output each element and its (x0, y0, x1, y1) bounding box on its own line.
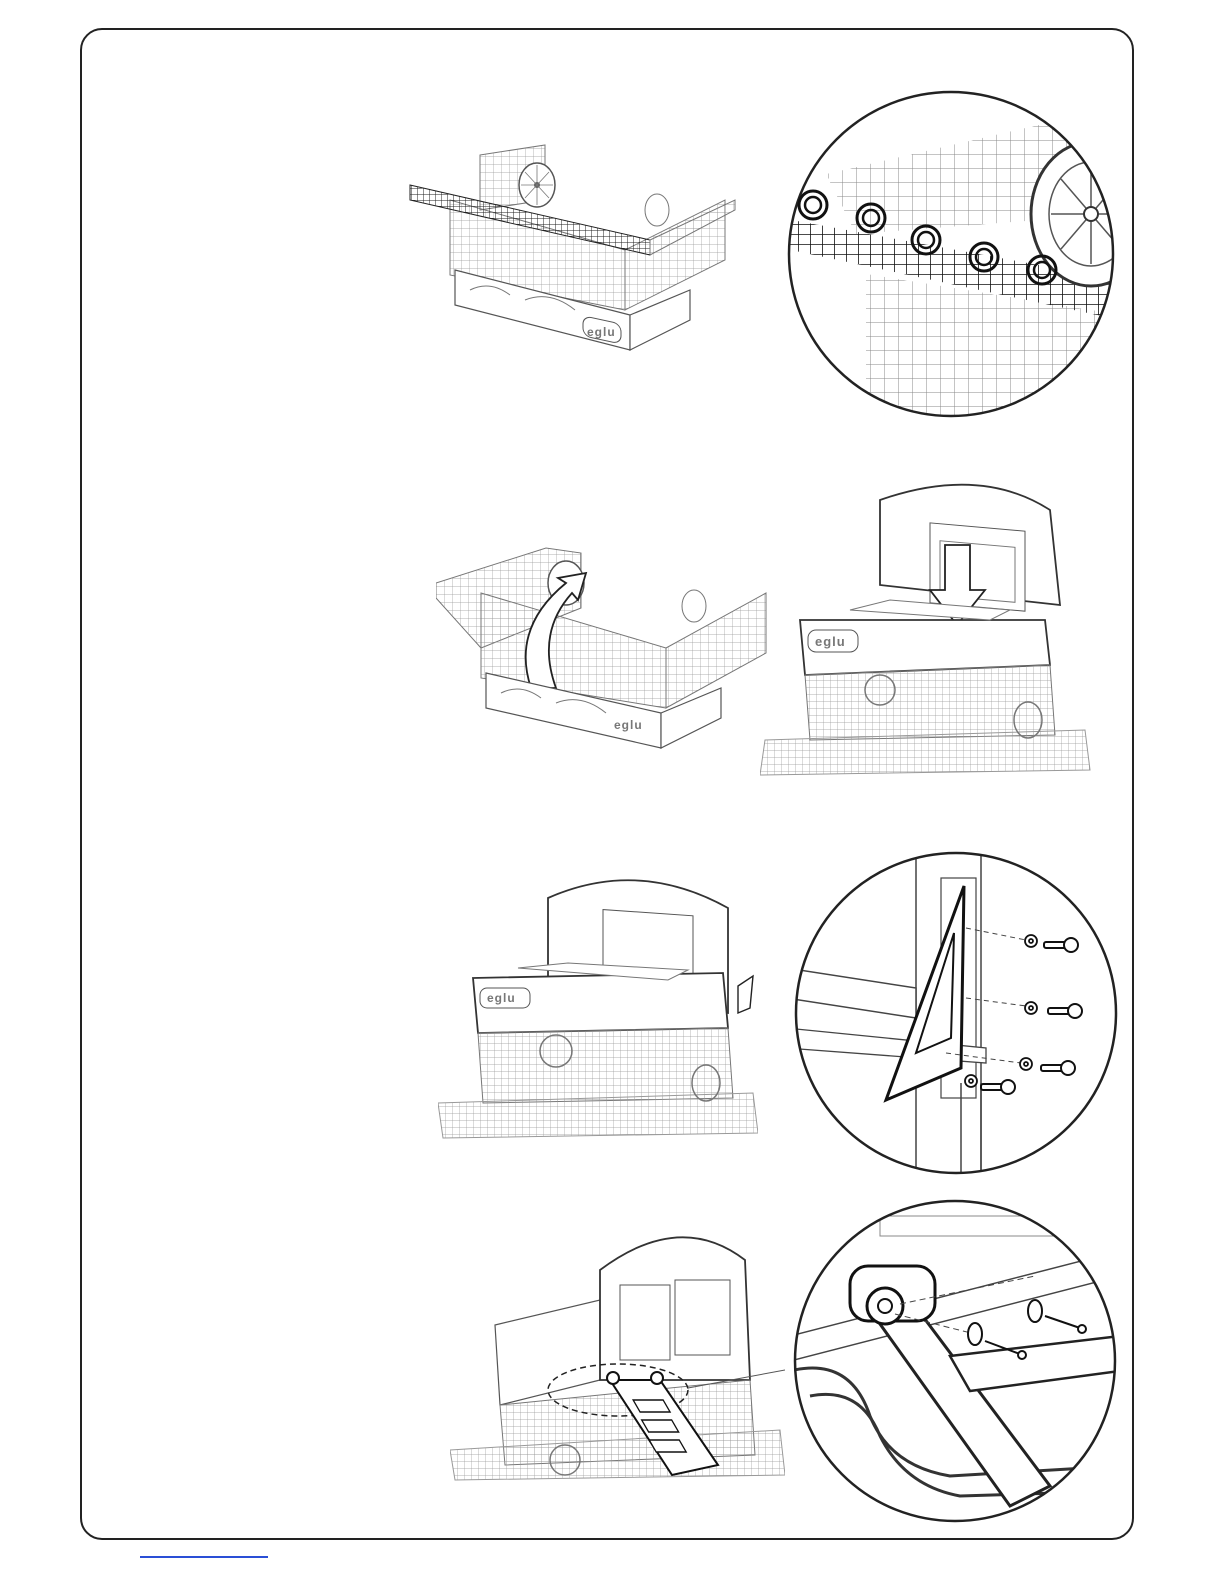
step-2-detail-illustration: eglu (760, 470, 1092, 800)
step-1-detail-closeup (786, 84, 1116, 424)
step-3-detail-closeup (786, 848, 1126, 1178)
brand-logo: eglu (587, 325, 616, 339)
footer-link-underline (140, 1556, 268, 1558)
step-1-overview-illustration: eglu (405, 140, 745, 360)
step-4-detail-closeup (790, 1196, 1120, 1526)
step-3-overview-illustration: eglu (438, 868, 758, 1168)
brand-logo: eglu (815, 634, 846, 649)
brand-logo: eglu (614, 718, 643, 732)
step-4-overview-illustration (450, 1230, 785, 1485)
step-2-overview-illustration: eglu (436, 538, 770, 758)
brand-logo: eglu (487, 991, 516, 1005)
